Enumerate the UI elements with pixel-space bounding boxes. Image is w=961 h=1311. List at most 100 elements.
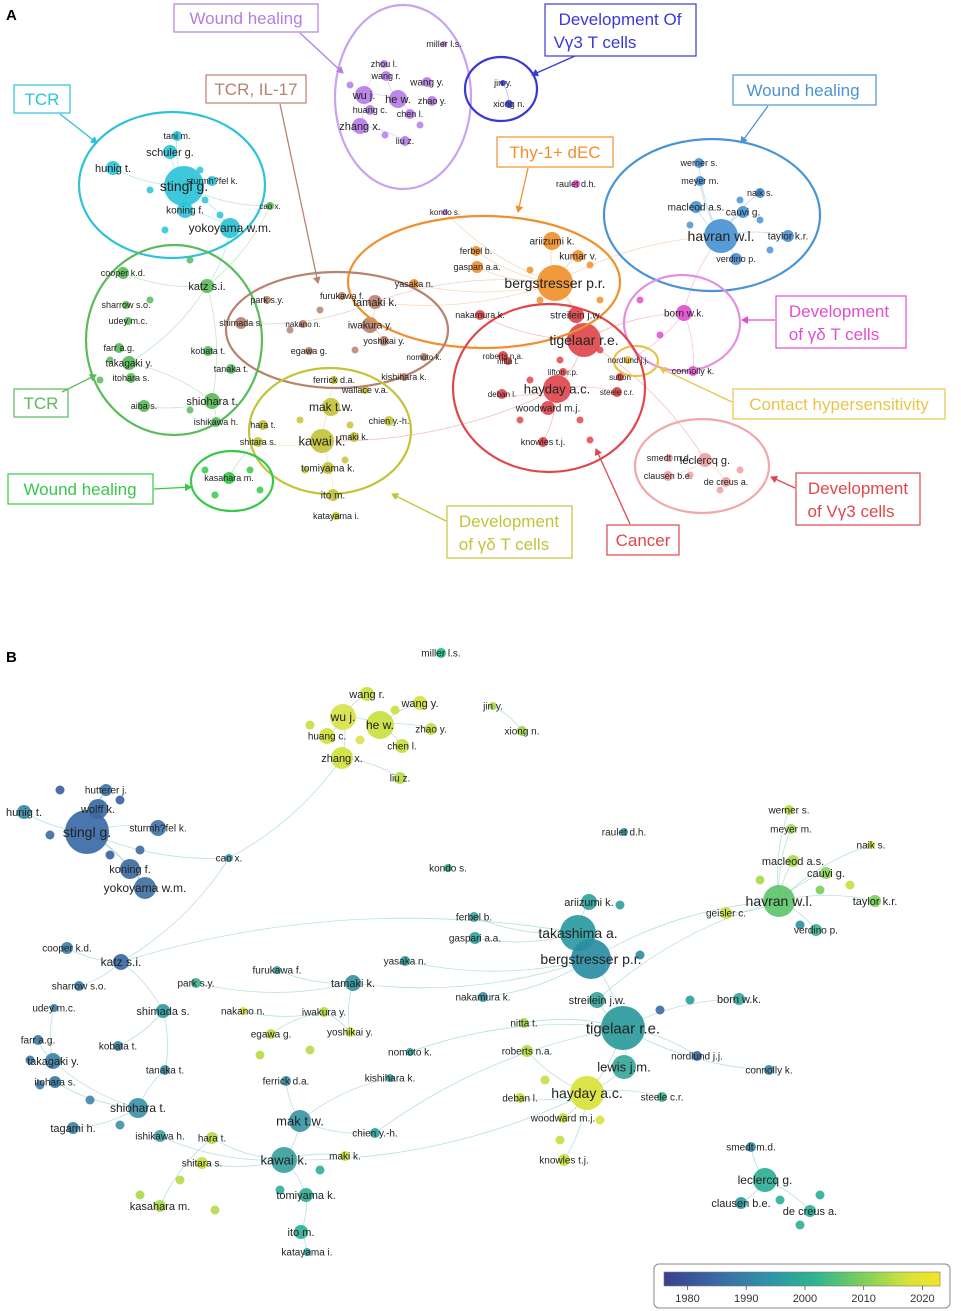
author-node-huang-c[interactable] [319,728,335,744]
author-node-geisler-c[interactable] [720,907,732,919]
author-node-naik-s[interactable] [867,841,875,849]
author-node-shiohara-t[interactable] [204,393,220,409]
author-node-tigelaar-r-e[interactable] [601,1006,645,1050]
author-node-cao-x[interactable] [266,202,274,210]
author-node-yokoyama-w-m[interactable] [220,218,240,238]
author-node-leclercq-g[interactable] [753,1168,777,1192]
author-node-hutterer-j[interactable] [100,784,112,796]
author-node-chien-y-h[interactable] [370,1128,380,1138]
author-node-cao-x[interactable] [225,854,233,862]
author-node-roberts-n-a[interactable] [521,1045,533,1057]
author-node-gaspari-a-a[interactable] [469,932,481,944]
author-node-udey-m-c[interactable] [50,1004,58,1012]
author-node-he-w[interactable] [366,711,394,739]
author-node-sturmh-fel-k[interactable] [207,176,217,186]
author-node-hunig-t[interactable] [106,161,120,175]
author-node-chen-l[interactable] [395,739,409,753]
author-node-yasaka-n[interactable] [400,956,410,966]
author-node-tamaki-k[interactable] [345,975,361,991]
author-node-chen-l[interactable] [405,109,415,119]
author-node-tomiyama-k[interactable] [299,1188,313,1202]
author-node-chien-y-h[interactable] [384,416,394,426]
author-node-maki-k[interactable] [349,432,359,442]
author-node-ferbel-b[interactable] [471,246,481,256]
author-node-shitara-s[interactable] [196,1157,208,1169]
author-node-kobata-t[interactable] [113,1041,123,1051]
author-node-aiba-s[interactable] [138,400,150,412]
author-node-sturmh-fel-k[interactable] [150,820,166,836]
author-node-furukawa-f[interactable] [338,292,346,300]
author-node-park-s-y[interactable] [263,296,271,304]
author-node-hayday-a-c[interactable] [570,1076,604,1110]
author-node-he-w[interactable] [389,90,407,108]
author-node-streilein-j-w[interactable] [589,992,605,1008]
author-node-tani-m[interactable] [172,131,182,141]
author-node-connolly-k[interactable] [764,1065,774,1075]
author-node-meyer-m[interactable] [786,824,796,834]
author-node-cauvi-g[interactable] [820,867,832,879]
author-node-shimada-s[interactable] [235,317,247,329]
author-node-nomoto-k[interactable] [406,1048,414,1056]
author-node-wallace-v-a[interactable] [361,386,369,394]
author-node-werner-s[interactable] [694,158,704,168]
author-node-smedt-m-d[interactable] [746,1142,756,1152]
author-node-shimada-s[interactable] [156,1004,170,1018]
author-node-nakano-n[interactable] [239,1007,247,1015]
author-node-farr-a-g[interactable] [33,1035,43,1045]
author-node-jin-y[interactable] [489,702,497,710]
author-node-nakamura-k[interactable] [475,310,485,320]
author-node-kasahara-m[interactable] [223,472,235,484]
author-node-kondo-s[interactable] [444,864,452,872]
author-node-bergstresser-p-r[interactable] [571,939,611,979]
author-node-itohara-s[interactable] [49,1076,61,1088]
author-node-clausen-b-e[interactable] [663,471,673,481]
author-node-katayama-i[interactable] [303,1248,311,1256]
author-node-kondo-s[interactable] [442,209,448,215]
author-node-itohara-s[interactable] [126,373,136,383]
author-node-hayday-a-c[interactable] [543,375,571,403]
author-node-jin-y[interactable] [500,80,506,86]
author-node-cauvi-g[interactable] [737,206,749,218]
author-node-nomoto-k[interactable] [420,353,428,361]
author-node-macleod-a-s[interactable] [787,855,799,867]
author-node-wang-y[interactable] [422,77,432,87]
author-node-ito-m[interactable] [294,1225,308,1239]
author-node-havran-w-l[interactable] [704,219,738,253]
author-node-wu-j[interactable] [330,704,356,730]
author-node-zhou-l[interactable] [380,60,388,68]
author-node-wu-j[interactable] [355,86,373,104]
author-node-liu-z[interactable] [400,136,410,146]
author-node-zhao-y[interactable] [425,723,437,735]
author-node-ferrick-d-a[interactable] [330,376,338,384]
author-node-steele-c-r[interactable] [657,1092,667,1102]
author-node-kumar-v[interactable] [572,250,584,262]
author-node-kishihara-k[interactable] [386,1074,394,1082]
author-node-mak-t-w[interactable] [289,1110,311,1132]
author-node-nitta-t[interactable] [519,1018,529,1028]
author-node-deban-l[interactable] [515,1093,525,1103]
author-node-liu-z[interactable] [394,772,406,784]
author-node-egawa-g[interactable] [305,347,313,355]
author-node-wang-r[interactable] [381,71,391,81]
author-node-katz-s-i[interactable] [113,954,129,970]
author-node-huang-c[interactable] [365,105,375,115]
author-node-lifton-r-p[interactable] [559,368,567,376]
author-node-born-w-k[interactable] [733,993,745,1005]
author-node-egawa-g[interactable] [266,1029,276,1039]
author-node-sharrow-s-o[interactable] [122,301,130,309]
author-node-kawai-k[interactable] [271,1147,297,1173]
author-node-de-creus-a[interactable] [804,1205,816,1217]
author-node-xiong-n[interactable] [517,726,527,736]
author-node-tanaka-t[interactable] [226,364,236,374]
author-node-zhang-x[interactable] [352,118,368,134]
author-node-taylor-k-r[interactable] [782,230,794,242]
author-node-woodward-m-j[interactable] [541,401,555,415]
author-node-tamaki-k[interactable] [368,295,382,309]
author-node-de-creus-a[interactable] [721,477,731,487]
author-node-cooper-k-d[interactable] [61,942,73,954]
author-node-ariizumi-k[interactable] [543,232,561,250]
author-node-park-s-y[interactable] [191,978,201,988]
author-node-shiohara-t[interactable] [128,1098,148,1118]
author-node-ariizumi-k[interactable] [581,894,597,910]
author-node-xiong-n[interactable] [505,100,513,108]
